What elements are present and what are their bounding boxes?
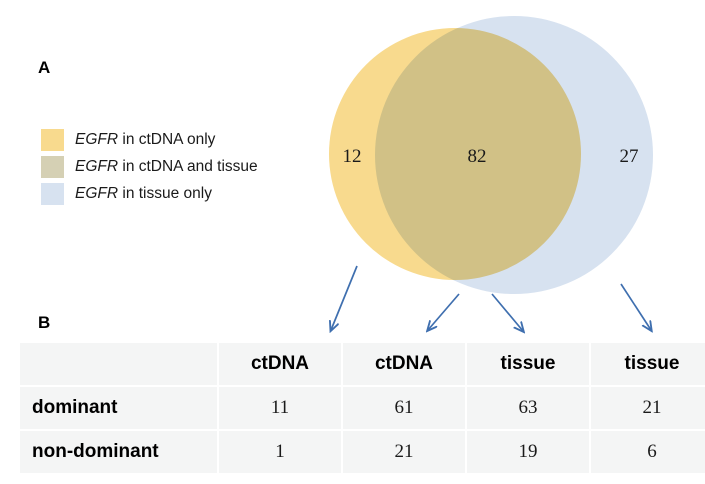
cell-non-dominant-ctdna-only: 1 [219,431,341,473]
gene-name-egfr: EGFR [75,130,119,148]
cell-dominant-ctdna-only: 11 [219,387,341,429]
table-header-tissue-shared: tissue [467,343,589,385]
legend-item-tissue-only: EGFR in tissue only [41,180,331,207]
gene-name-egfr: EGFR [75,157,119,175]
venn-count-tissue-only: 27 [619,146,639,167]
legend-label-ctdna-and-tissue: EGFR in ctDNA and tissue [75,158,258,175]
table-header-row: ctDNA ctDNA tissue tissue [20,343,705,385]
venn-circle-tissue [375,16,653,294]
table-row: dominant 11 61 63 21 [20,387,705,429]
venn-count-ctdna-only: 12 [342,146,362,167]
legend-text-ctdna-only: in ctDNA only [118,130,216,148]
cell-dominant-ctdna-shared: 61 [343,387,465,429]
table-row: non-dominant 1 21 19 6 [20,431,705,473]
cell-non-dominant-tissue-shared: 19 [467,431,589,473]
table-corner-cell [20,343,217,385]
cell-dominant-tissue-shared: 63 [467,387,589,429]
table-header-ctdna-shared: ctDNA [343,343,465,385]
gene-name-egfr: EGFR [75,184,119,202]
table-row-label-dominant: dominant [20,387,217,429]
legend-swatch-tissue-only [41,182,64,205]
venn-count-both: 82 [467,146,487,167]
table-row-label-non-dominant: non-dominant [20,431,217,473]
venn-legend: EGFR in ctDNA only EGFR in ctDNA and tis… [41,126,331,207]
panel-a-label: A [38,58,51,77]
cell-non-dominant-ctdna-shared: 21 [343,431,465,473]
legend-item-ctdna-and-tissue: EGFR in ctDNA and tissue [41,153,331,180]
panel-b-label: B [38,313,51,332]
cell-dominant-tissue-only: 21 [591,387,705,429]
legend-swatch-ctdna-only [41,128,64,151]
cell-non-dominant-tissue-only: 6 [591,431,705,473]
legend-item-ctdna-only: EGFR in ctDNA only [41,126,331,153]
legend-text-ctdna-and-tissue: in ctDNA and tissue [118,157,258,175]
legend-label-tissue-only: EGFR in tissue only [75,185,212,202]
legend-swatch-ctdna-and-tissue [41,155,64,178]
venn-diagram: 12 82 27 [300,8,705,308]
dominance-table: ctDNA ctDNA tissue tissue dominant 11 61… [18,341,705,475]
legend-label-ctdna-only: EGFR in ctDNA only [75,131,215,148]
table-header-ctdna-only: ctDNA [219,343,341,385]
table-header-tissue-only: tissue [591,343,705,385]
legend-text-tissue-only: in tissue only [118,184,212,202]
